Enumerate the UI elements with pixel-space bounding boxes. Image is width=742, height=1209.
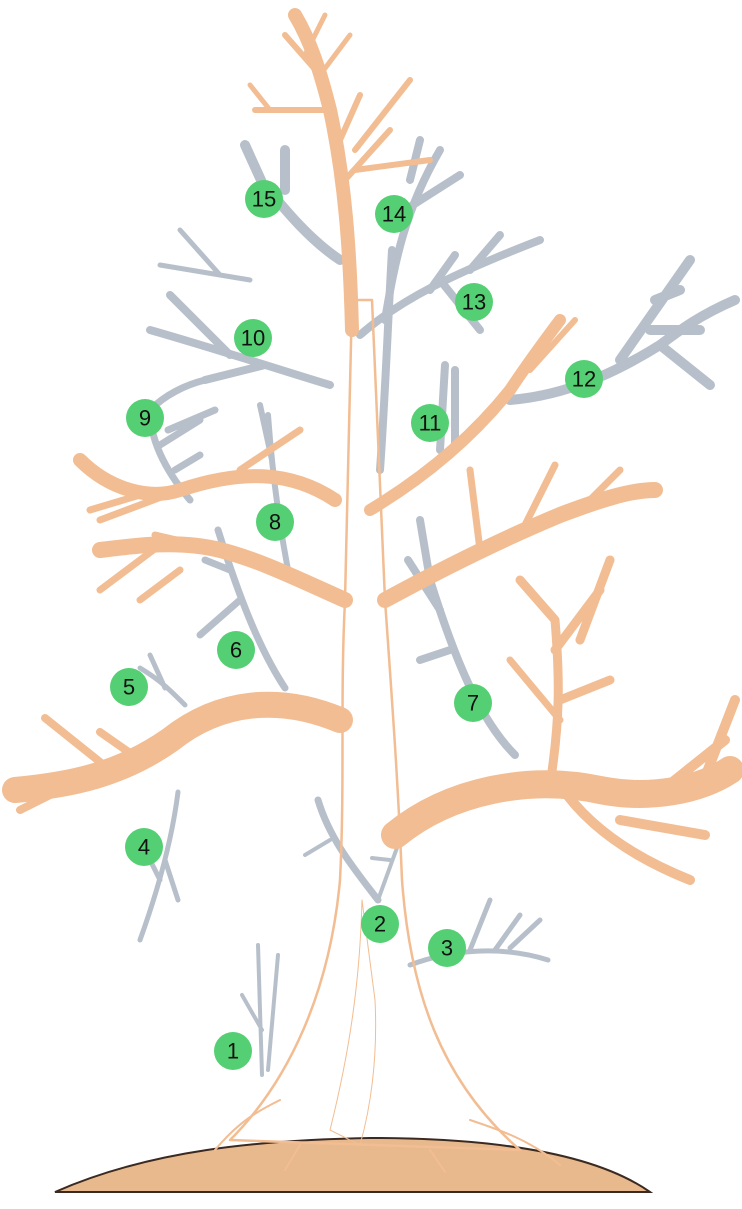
marker-3: 3 [428, 929, 466, 967]
marker-10: 10 [234, 319, 272, 357]
marker-11: 11 [411, 404, 449, 442]
marker-6-label: 6 [230, 638, 242, 663]
marker-14-label: 14 [382, 202, 406, 227]
marker-7-label: 7 [467, 691, 479, 716]
marker-11-label: 11 [419, 411, 442, 436]
marker-15-label: 15 [252, 187, 276, 212]
marker-9-label: 9 [139, 406, 151, 431]
marker-15: 15 [245, 180, 283, 218]
marker-14: 14 [375, 195, 413, 233]
marker-6: 6 [217, 631, 255, 669]
marker-4-label: 4 [138, 835, 150, 860]
marker-12-label: 12 [572, 367, 596, 392]
tan-branches [15, 15, 735, 880]
marker-5-label: 5 [123, 675, 135, 700]
marker-10-label: 10 [241, 326, 265, 351]
marker-2: 2 [361, 905, 399, 943]
marker-9: 9 [126, 399, 164, 437]
marker-1: 1 [214, 1032, 252, 1070]
marker-7: 7 [454, 684, 492, 722]
marker-8: 8 [256, 503, 294, 541]
marker-12: 12 [565, 360, 603, 398]
marker-13: 13 [455, 283, 493, 321]
marker-8-label: 8 [269, 510, 281, 535]
marker-5: 5 [110, 668, 148, 706]
marker-1-label: 1 [227, 1039, 239, 1064]
marker-2-label: 2 [374, 912, 386, 937]
marker-13-label: 13 [462, 290, 486, 315]
marker-3-label: 3 [441, 936, 453, 961]
marker-4: 4 [125, 828, 163, 866]
